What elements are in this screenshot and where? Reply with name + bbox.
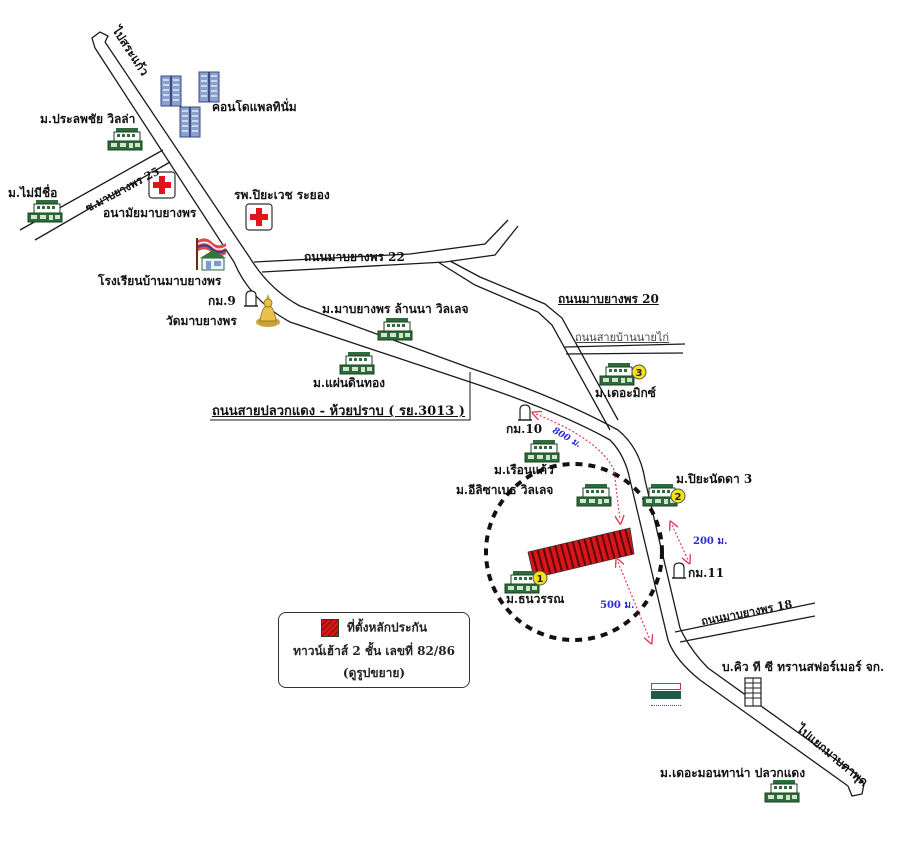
school-label: โรงเรียนบ้านมาบยางพร (98, 274, 222, 288)
temple-label: วัดมาบยางพร (166, 314, 237, 328)
km11-stone-icon (671, 562, 687, 579)
marker-1-number: 1 (537, 574, 544, 585)
office-building-icon (744, 677, 762, 707)
school-icon (196, 238, 227, 271)
property-swatch (320, 619, 339, 637)
health-center-label: อนามัยมาบยางพร (103, 206, 197, 220)
legend-title: ที่ตั้งหลักประกัน (346, 620, 428, 635)
ruean-kaeo-label: ม.เรือนแก้ว (494, 463, 554, 477)
north-arrow-head (91, 31, 109, 49)
marker-3: 3 (631, 364, 647, 380)
no-name-village-label: ม.ไม่มีชื่อ (8, 186, 58, 200)
marker-2: 2 (670, 488, 686, 504)
legend-box: ที่ตั้งหลักประกัน ทาวน์เฮ้าส์ 2 ชั้น เลข… (278, 612, 470, 688)
main-road-west-edge (94, 47, 849, 787)
condo-tower-icon (179, 106, 201, 138)
house-icon (524, 439, 560, 463)
road-20-label: ถนนมาบยางพร 20 (558, 292, 659, 306)
house-icon (764, 779, 800, 803)
prasoetchai-villa-label: ม.ประลพชัย วิลล่า (40, 112, 136, 126)
elizabeth-village-label: ม.อีลิซาเบธ วิลเลจ (456, 483, 554, 497)
the-mix-label: ม.เดอะมิกซ์ (595, 386, 656, 400)
company-logo (651, 683, 681, 707)
hospital-icon (245, 203, 273, 231)
legend-line-2: ทาวน์เฮ้าส์ 2 ชั้น เลขที่ 82/86 (293, 644, 455, 658)
km10-stone-icon (517, 404, 533, 421)
condo-tower-icon (198, 71, 220, 103)
legend-line-3: (ดูรูปขยาย) (342, 666, 406, 680)
distance-arrow-200 (672, 525, 688, 560)
house-icon (107, 127, 143, 151)
property-parcel (527, 527, 635, 579)
road-ban-nai-kai (564, 343, 686, 348)
house-icon (377, 317, 413, 341)
thanawan-label: ม.ธนวรรณ (506, 592, 565, 606)
km9-label: กม.9 (208, 294, 236, 308)
temple-icon (256, 294, 280, 327)
southeast-arrow-head (847, 773, 865, 797)
lanna-village-label: ม.มาบยางพร ล้านนา วิลเลจ (322, 302, 469, 316)
km10-label: กม.10 (506, 422, 543, 436)
house-icon (339, 351, 375, 375)
montana-label: ม.เดอะมอนทาน่า ปลวกแดง (660, 766, 806, 780)
km9-stone-icon (243, 290, 259, 307)
km11-label: กม.11 (688, 566, 725, 580)
house-icon (599, 362, 635, 386)
house-icon (576, 483, 612, 507)
road-22 (253, 219, 509, 263)
marker-1: 1 (532, 570, 548, 586)
legend-title-row: ที่ตั้งหลักประกัน (279, 619, 469, 637)
road-ban-nai-kai-label: ถนนสายบ้านนายไก่ (575, 331, 670, 344)
distance-200-label: 200 ม. (693, 536, 728, 547)
road-18 (674, 602, 816, 633)
road-20 (437, 261, 611, 431)
hospital-label: รพ.ปิยะเวช ระยอง (234, 188, 330, 202)
distance-500-label: 500 ม. (600, 600, 635, 611)
marker-2-number: 2 (675, 492, 682, 503)
piyanatda-label: ม.ปิยะนัดดา 3 (676, 472, 753, 486)
north-direction-label: ไปสระแก้ว (108, 22, 152, 79)
condo-tower-icon (160, 75, 182, 107)
road-22-label: ถนนมาบยางพร 22 (304, 250, 405, 264)
qtc-label: บ.คิว ที ซี ทรานสฟอร์เมอร์ จก. (722, 660, 885, 674)
condo-label: คอนโดแพลทินั่ม (212, 100, 297, 114)
house-icon (27, 199, 63, 223)
radius-circle (484, 462, 664, 642)
main-road-label: ถนนสายปลวกแดง - ห้วยปราบ ( รย.3013 ) (212, 404, 465, 419)
marker-3-number: 3 (636, 368, 643, 379)
phaen-din-thong-label: ม.แผ่นดินทอง (313, 376, 386, 390)
main-road-pointer (210, 372, 471, 421)
